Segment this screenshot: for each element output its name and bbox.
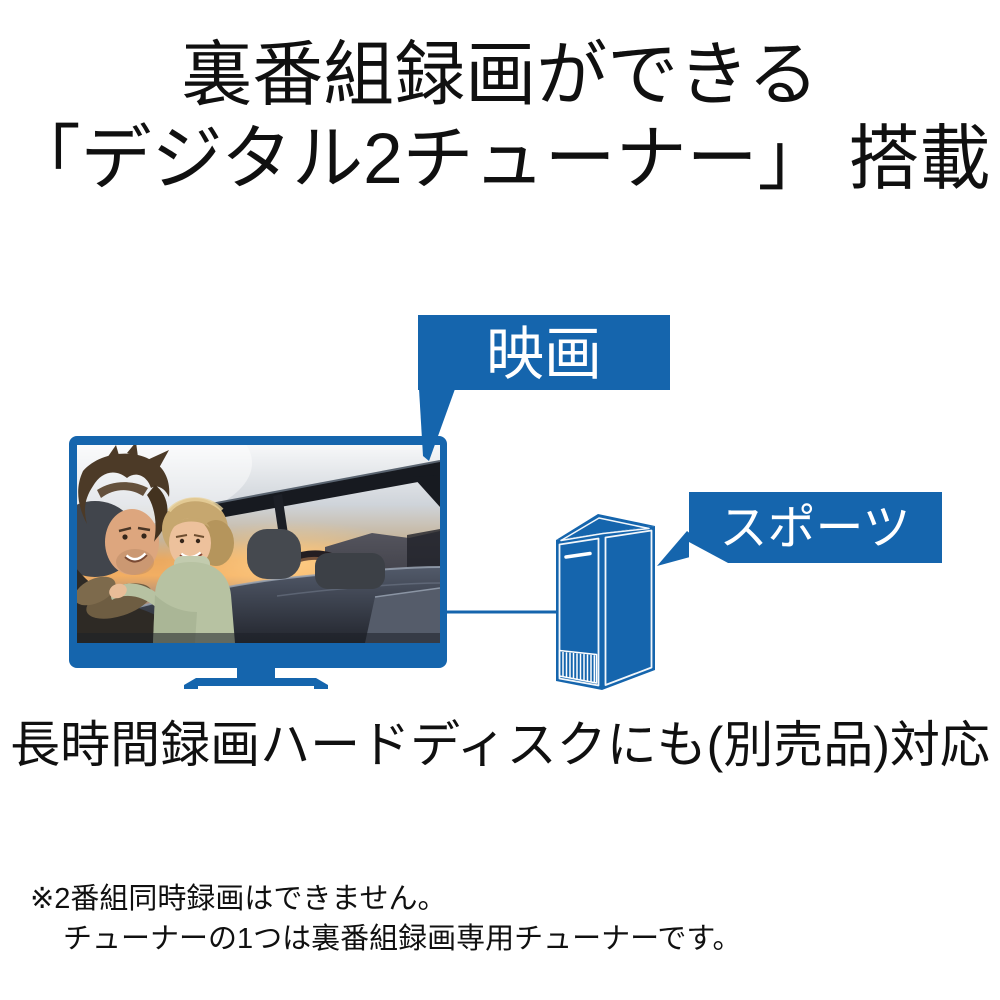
windshield-frame [194, 460, 440, 536]
hdd-tower-illustration [556, 514, 655, 690]
hdd-front-slit [564, 551, 592, 559]
movie-bubble-tail [419, 389, 455, 461]
footnote: ※2番組同時録画はできません。 チューナーの1つは裏番組録画専用チューナーです。 [30, 880, 742, 959]
footnote-line-1: ※2番組同時録画はできません。 [30, 883, 447, 915]
sports-callout-bubble: スポーツ [657, 492, 942, 566]
page-title: 裏番組録画ができる 「デジタル2チューナー」 搭載 [0, 34, 1000, 202]
tv-stand [184, 664, 328, 689]
woman-figure [109, 497, 235, 643]
sports-bubble-tail [657, 531, 712, 566]
car-door-panel [77, 587, 440, 643]
footnote-line-2: チューナーの1つは裏番組録画専用チューナーです。 [63, 922, 742, 955]
tv-to-hdd-connector-line [441, 610, 557, 614]
headline-line-2: 「デジタル2チューナー」 搭載 [9, 119, 991, 199]
tv-illustration [69, 436, 447, 689]
tv-screen-photo [77, 445, 440, 643]
movie-bubble-label: 映画 [486, 322, 602, 387]
hdd-vent-grille [558, 649, 598, 684]
hdd-compatibility-caption: 長時間録画ハードディスクにも(別売品)対応 [10, 717, 990, 773]
movie-callout-bubble: 映画 [418, 315, 670, 461]
sports-bubble-label: スポーツ [719, 502, 910, 555]
headline-line-1: 裏番組録画ができる [181, 36, 819, 115]
